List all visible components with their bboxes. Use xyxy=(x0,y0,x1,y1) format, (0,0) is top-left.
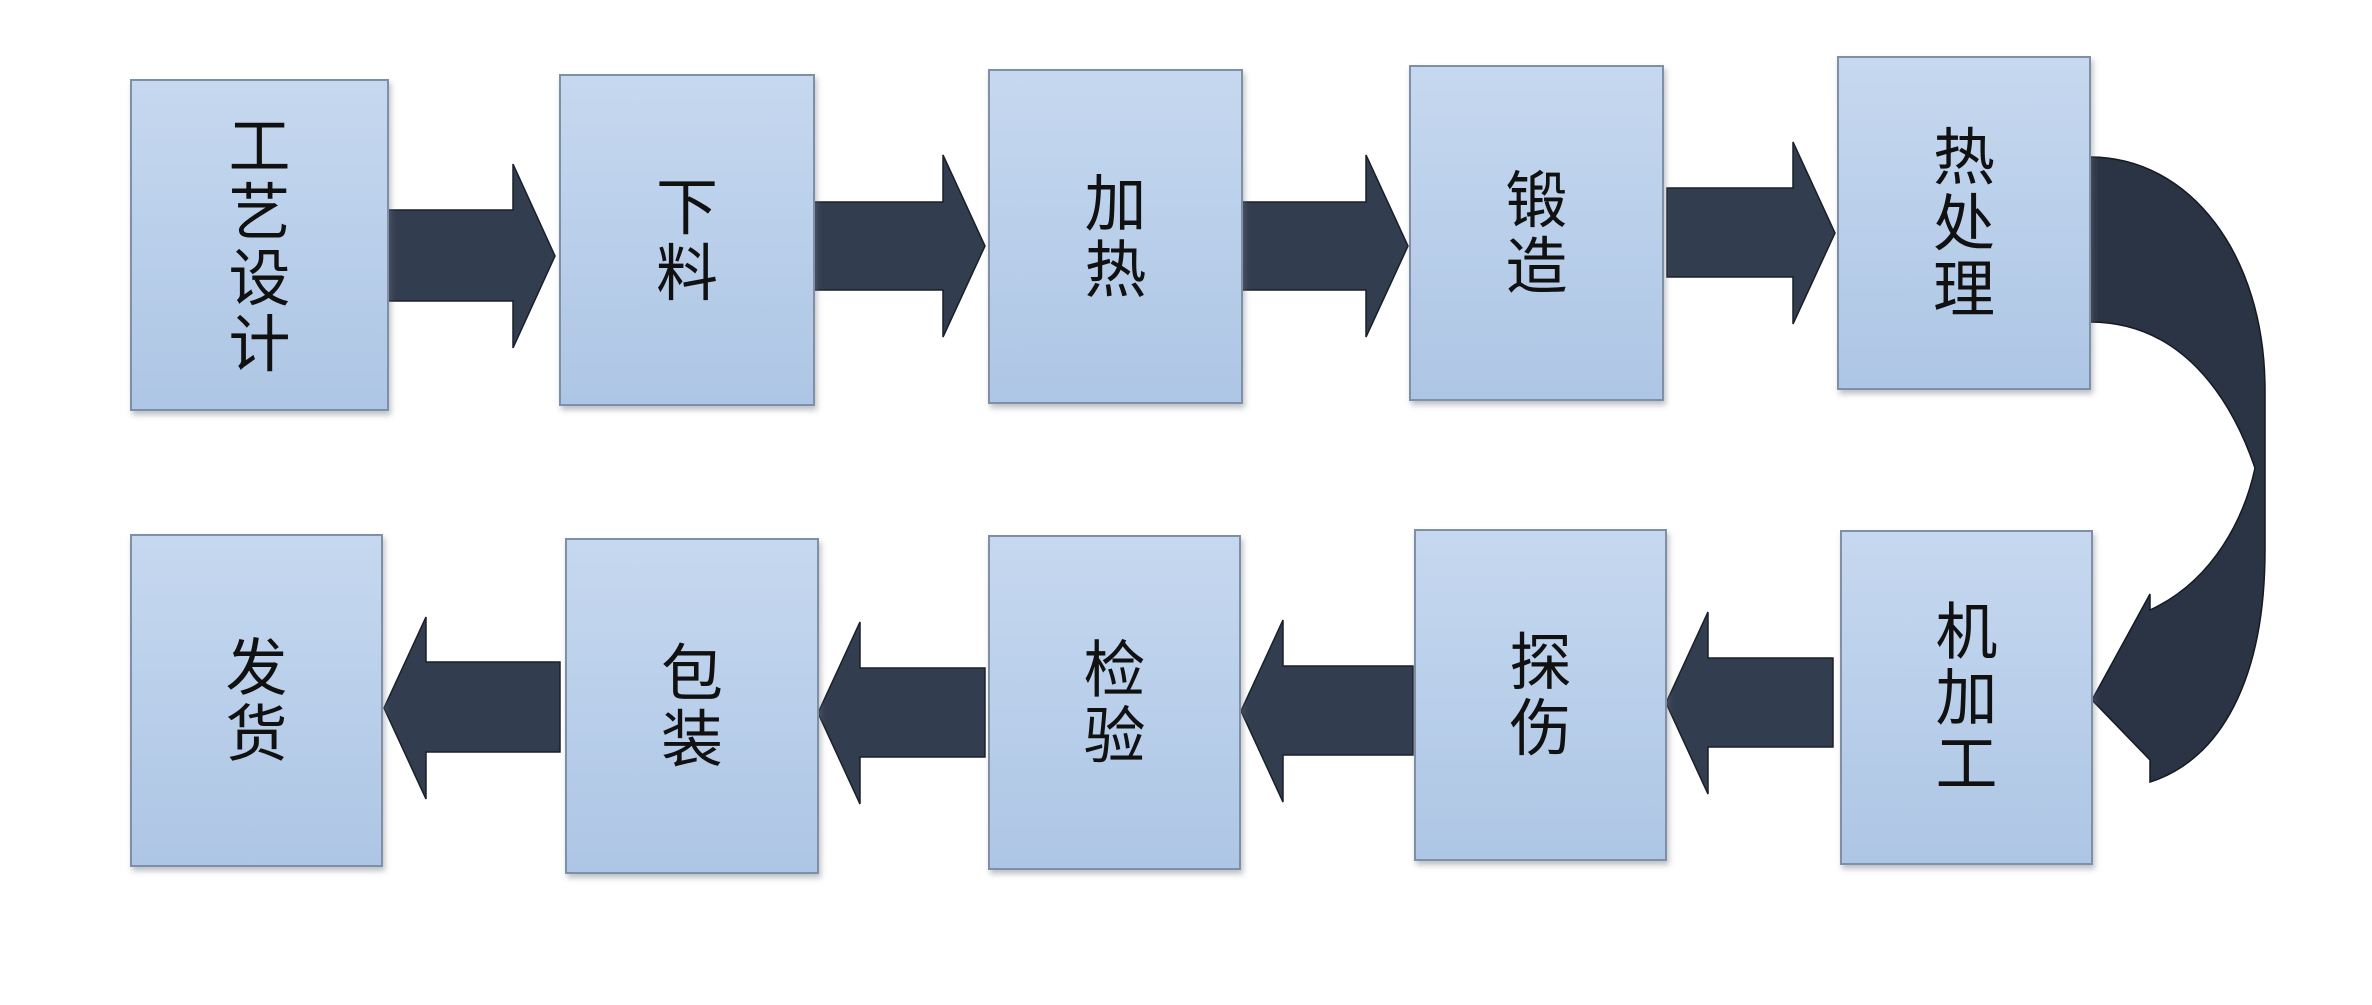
step-label-heat-treatment: 热处理 xyxy=(1933,121,1995,326)
arrow-forging-to-heat-treatment xyxy=(1666,141,1836,325)
step-box-rect xyxy=(1409,65,1664,401)
step-label-process-design: 工艺设计 xyxy=(228,110,290,381)
step-label-inspection: 检验 xyxy=(1083,633,1145,772)
step-label-blanking: 下料 xyxy=(656,171,718,310)
step-box-rect xyxy=(988,535,1241,870)
step-label-packaging: 包装 xyxy=(661,637,723,776)
step-label-shipping: 发货 xyxy=(225,631,287,770)
arrow-flaw-detection-to-inspection xyxy=(1240,619,1414,803)
step-box-heating: 加热 xyxy=(988,69,1243,404)
step-box-rect xyxy=(559,74,815,406)
step-box-rect xyxy=(1837,56,2091,390)
arrow-process-design-to-blanking xyxy=(387,163,556,349)
arrow-machining-to-flaw-detection xyxy=(1665,611,1834,795)
step-box-inspection: 检验 xyxy=(988,535,1241,870)
step-box-forging: 锻造 xyxy=(1409,65,1664,401)
step-box-rect xyxy=(1414,529,1667,861)
step-box-rect xyxy=(130,79,389,411)
step-label-forging: 锻造 xyxy=(1505,164,1567,303)
arrow-heating-to-forging xyxy=(1241,154,1409,338)
step-box-process-design: 工艺设计 xyxy=(130,79,389,411)
step-box-rect xyxy=(1840,530,2093,865)
step-label-machining: 机加工 xyxy=(1935,595,1997,800)
arrow-heat-treatment-to-machining xyxy=(2089,156,2266,784)
step-label-heating: 加热 xyxy=(1084,167,1146,306)
step-box-shipping: 发货 xyxy=(130,534,383,867)
step-box-rect xyxy=(565,538,819,874)
step-box-rect xyxy=(130,534,383,867)
arrow-blanking-to-heating xyxy=(813,154,986,338)
step-box-flaw-detection: 探伤 xyxy=(1414,529,1667,861)
step-box-packaging: 包装 xyxy=(565,538,819,874)
step-box-machining: 机加工 xyxy=(1840,530,2093,865)
arrow-packaging-to-shipping xyxy=(383,616,561,800)
step-box-blanking: 下料 xyxy=(559,74,815,406)
step-label-flaw-detection: 探伤 xyxy=(1509,626,1571,765)
step-box-rect xyxy=(988,69,1243,404)
arrow-inspection-to-packaging xyxy=(817,621,986,805)
step-box-heat-treatment: 热处理 xyxy=(1837,56,2091,390)
